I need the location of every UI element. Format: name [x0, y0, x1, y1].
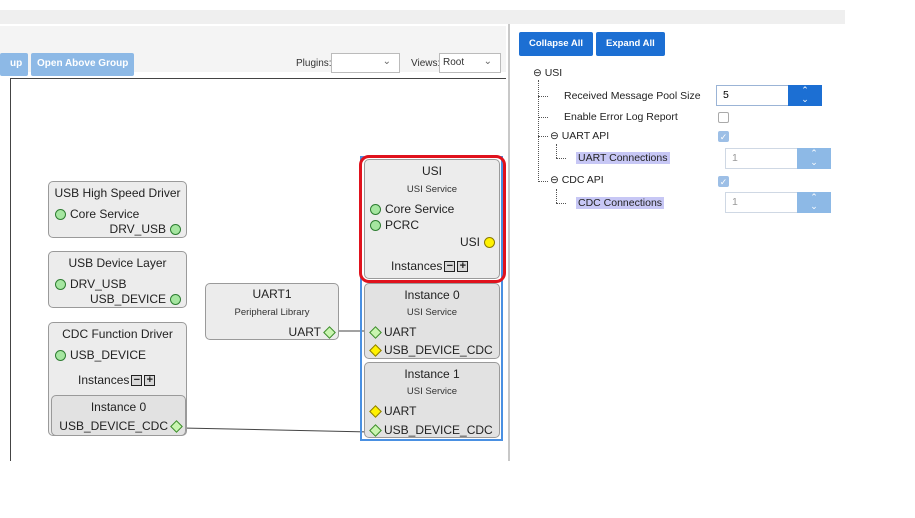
drv-usb-port[interactable]: DRV_USB [110, 222, 181, 236]
tree-line [538, 96, 548, 97]
tree-line [538, 80, 539, 182]
chevron-down-icon: ⌄ [382, 56, 391, 67]
port-diamond-icon [369, 404, 382, 418]
pane-divider[interactable] [508, 24, 510, 461]
usi-port[interactable]: USI [460, 235, 495, 249]
views-label: Views: [411, 58, 441, 69]
node-title: CDC Function Driver [62, 327, 173, 341]
pool-size-stepper[interactable]: 5 ⌃⌄ [716, 85, 822, 106]
partial-button[interactable]: up [0, 53, 29, 76]
uart-connections-label: UART Connections [576, 152, 670, 164]
tree-toggle-cdc-api[interactable]: ⊖ CDC API [550, 174, 604, 186]
node-title: Instance 1 [404, 367, 460, 381]
port-circle-icon [370, 219, 381, 231]
pool-size-label: Received Message Pool Size [564, 90, 701, 102]
stepper-arrows-icon[interactable]: ⌃⌄ [797, 192, 831, 213]
pcrc-port[interactable]: PCRC [370, 218, 419, 232]
uart-port[interactable]: UART [369, 404, 416, 418]
highlight-annotation [359, 155, 506, 283]
cdc-connections-stepper[interactable]: 1 ⌃⌄ [725, 192, 831, 213]
uart1-node[interactable]: UART1 Peripheral Library UART [205, 283, 339, 340]
tree-line [538, 136, 548, 137]
drv-usb-port[interactable]: DRV_USB [55, 277, 126, 291]
port-diamond-icon [369, 325, 382, 339]
cdc-connections-label: CDC Connections [576, 197, 665, 209]
expand-all-button[interactable]: Expand All [596, 32, 665, 56]
usb-device-layer-node[interactable]: USB Device Layer DRV_USB USB_DEVICE [48, 251, 187, 308]
error-log-checkbox[interactable] [718, 112, 729, 123]
cdc-api-checkbox[interactable]: ✓ [718, 176, 729, 187]
usb-device-cdc-port[interactable]: USB_DEVICE_CDC [369, 423, 493, 437]
tree-line [556, 158, 566, 159]
node-title: USB Device Layer [68, 256, 167, 270]
plus-button[interactable]: + [457, 260, 469, 272]
usi-node[interactable]: USI USI Service Core Service PCRC USI In… [364, 159, 500, 279]
uart-api-checkbox[interactable]: ✓ [718, 131, 729, 142]
open-above-group-button[interactable]: Open Above Group [31, 53, 135, 76]
tree-line [538, 181, 548, 182]
plugins-select[interactable]: ⌄ [331, 53, 400, 73]
tree-line [556, 144, 557, 158]
node-title: USB High Speed Driver [54, 186, 181, 200]
port-circle-icon [170, 293, 181, 305]
instances-control: Instances − + [78, 373, 156, 387]
port-diamond-icon [369, 343, 382, 357]
minus-button[interactable]: − [131, 374, 143, 386]
port-diamond-icon [323, 325, 336, 339]
port-circle-icon [170, 223, 181, 235]
port-circle-icon [484, 236, 495, 248]
minus-button[interactable]: − [444, 260, 456, 272]
stepper-arrows-icon[interactable]: ⌃⌄ [797, 148, 831, 169]
port-circle-icon [55, 208, 66, 220]
error-log-label: Enable Error Log Report [564, 111, 678, 123]
plugins-label: Plugins: [296, 58, 332, 69]
tree-toggle-uart-api[interactable]: ⊖ UART API [550, 130, 610, 142]
node-title: UART1 [252, 287, 292, 301]
node-subtitle: Peripheral Library [234, 307, 310, 318]
node-title: Instance 0 [90, 400, 147, 414]
tree-toggle-usi[interactable]: ⊖ USI [533, 67, 563, 79]
node-subtitle: USI Service [406, 307, 458, 318]
port-diamond-icon [170, 419, 183, 433]
port-diamond-icon [369, 423, 382, 437]
usb-device-port[interactable]: USB_DEVICE [90, 292, 181, 306]
plus-button[interactable]: + [144, 374, 156, 386]
uart-port[interactable]: UART [369, 325, 416, 339]
stepper-arrows-icon[interactable]: ⌃⌄ [788, 85, 822, 106]
port-circle-icon [370, 203, 381, 215]
port-circle-icon [55, 278, 66, 290]
tree-line [538, 117, 548, 118]
core-service-port[interactable]: Core Service [370, 202, 454, 216]
node-title: USI [421, 164, 442, 178]
node-subtitle: USI Service [406, 386, 458, 397]
usi-instance-0-node[interactable]: Instance 0 USI Service UART USB_DEVICE_C… [364, 283, 500, 359]
node-subtitle: USI Service [406, 184, 458, 195]
cdc-instance-0-node[interactable]: Instance 0 USB_DEVICE_CDC [51, 395, 186, 436]
port-circle-icon [55, 349, 66, 361]
core-service-port[interactable]: Core Service [55, 207, 139, 221]
usb-device-cdc-port[interactable]: USB_DEVICE_CDC [369, 343, 493, 357]
instances-control: Instances − + [391, 259, 469, 273]
usb-device-cdc-port[interactable]: USB_DEVICE_CDC [59, 419, 183, 433]
uart-connections-stepper[interactable]: 1 ⌃⌄ [725, 148, 831, 169]
usi-instance-1-node[interactable]: Instance 1 USI Service UART USB_DEVICE_C… [364, 362, 500, 438]
tree-line [556, 189, 557, 203]
uart-port[interactable]: UART [289, 325, 336, 339]
usb-high-speed-driver-node[interactable]: USB High Speed Driver Core Service DRV_U… [48, 181, 187, 238]
usb-device-port[interactable]: USB_DEVICE [55, 348, 146, 362]
chevron-down-icon: ⌄ [483, 56, 492, 67]
tree-line [556, 203, 566, 204]
top-bar [0, 10, 845, 24]
node-title: Instance 0 [404, 288, 460, 302]
collapse-all-button[interactable]: Collapse All [519, 32, 594, 56]
views-select[interactable]: Root ⌄ [439, 53, 501, 73]
